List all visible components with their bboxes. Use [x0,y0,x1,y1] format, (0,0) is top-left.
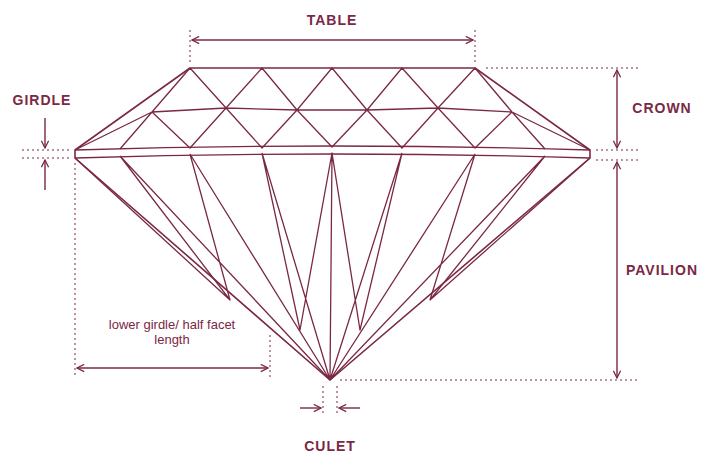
crown-facets [75,68,590,150]
lower-girdle-label: lower girdle/ half facet length [107,318,237,348]
diamond-drawing [75,68,590,380]
pavilion-arrow [616,162,617,378]
crown-guides [486,68,640,150]
culet-guides [323,386,337,414]
table-guides [190,30,475,64]
pavilion-label: PAVILION [626,262,698,278]
table-label: TABLE [307,12,358,28]
dimension-guides [22,30,640,414]
lower-girdle-guides [75,163,270,378]
culet-arrow-left [300,407,321,408]
table-arrow [192,39,473,40]
crown-label: CROWN [632,100,691,116]
girdle-arrow-up [44,160,45,190]
crown-arrow [616,70,617,148]
dimension-arrows [45,40,617,408]
lower-girdle-arrow [77,367,268,368]
girdle-guides [22,150,72,158]
girdle-label: GIRDLE [13,92,72,108]
pavilion-guides [340,160,640,380]
pavilion-facets [75,153,590,380]
girdle-arrow-down [44,118,45,148]
culet-label: CULET [304,438,356,454]
culet-arrow-right [339,407,360,408]
diamond-outline [75,68,590,380]
